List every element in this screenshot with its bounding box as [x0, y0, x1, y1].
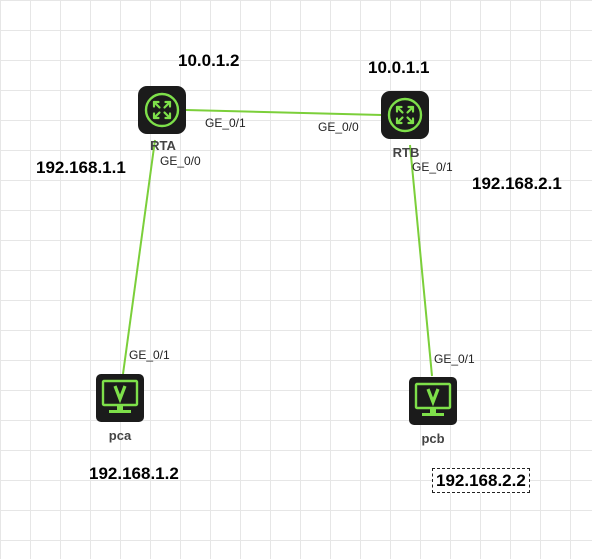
- ip-label-pca[interactable]: 192.168.1.2: [89, 464, 179, 483]
- port-label-rta-ge01: GE_0/1: [205, 116, 246, 130]
- router-rtb[interactable]: [380, 90, 430, 140]
- pc-monitor-icon: [409, 377, 457, 425]
- link-rta-pca[interactable]: [122, 139, 156, 375]
- pc-pcb-name: pcb: [421, 431, 445, 446]
- port-label-pca-ge01: GE_0/1: [129, 348, 170, 362]
- pc-monitor-icon: [96, 374, 144, 422]
- router-rta[interactable]: [137, 85, 187, 135]
- port-label-rtb-ge01: GE_0/1: [412, 160, 453, 174]
- link-rtb-pcb[interactable]: [409, 144, 433, 377]
- router-icon: [138, 86, 186, 134]
- port-label-pcb-ge01: GE_0/1: [434, 352, 475, 366]
- pc-pca[interactable]: [95, 373, 145, 423]
- ip-label-rta-wan[interactable]: 10.0.1.2: [178, 51, 240, 70]
- ip-label-rtb-lan[interactable]: 192.168.2.1: [472, 174, 562, 193]
- ip-label-pcb-selected[interactable]: 192.168.2.2: [432, 468, 530, 493]
- port-label-rtb-ge00: GE_0/0: [318, 120, 359, 134]
- router-rta-name: RTA: [150, 138, 176, 153]
- link-rta-rtb[interactable]: [185, 109, 383, 116]
- pc-pca-name: pca: [108, 428, 132, 443]
- ip-label-rtb-wan[interactable]: 10.0.1.1: [368, 58, 430, 77]
- pc-pcb[interactable]: [408, 376, 458, 426]
- ip-label-rta-lan[interactable]: 192.168.1.1: [36, 158, 126, 177]
- port-label-rta-ge00: GE_0/0: [160, 154, 201, 168]
- router-rtb-name: RTB: [392, 145, 420, 160]
- router-icon: [381, 91, 429, 139]
